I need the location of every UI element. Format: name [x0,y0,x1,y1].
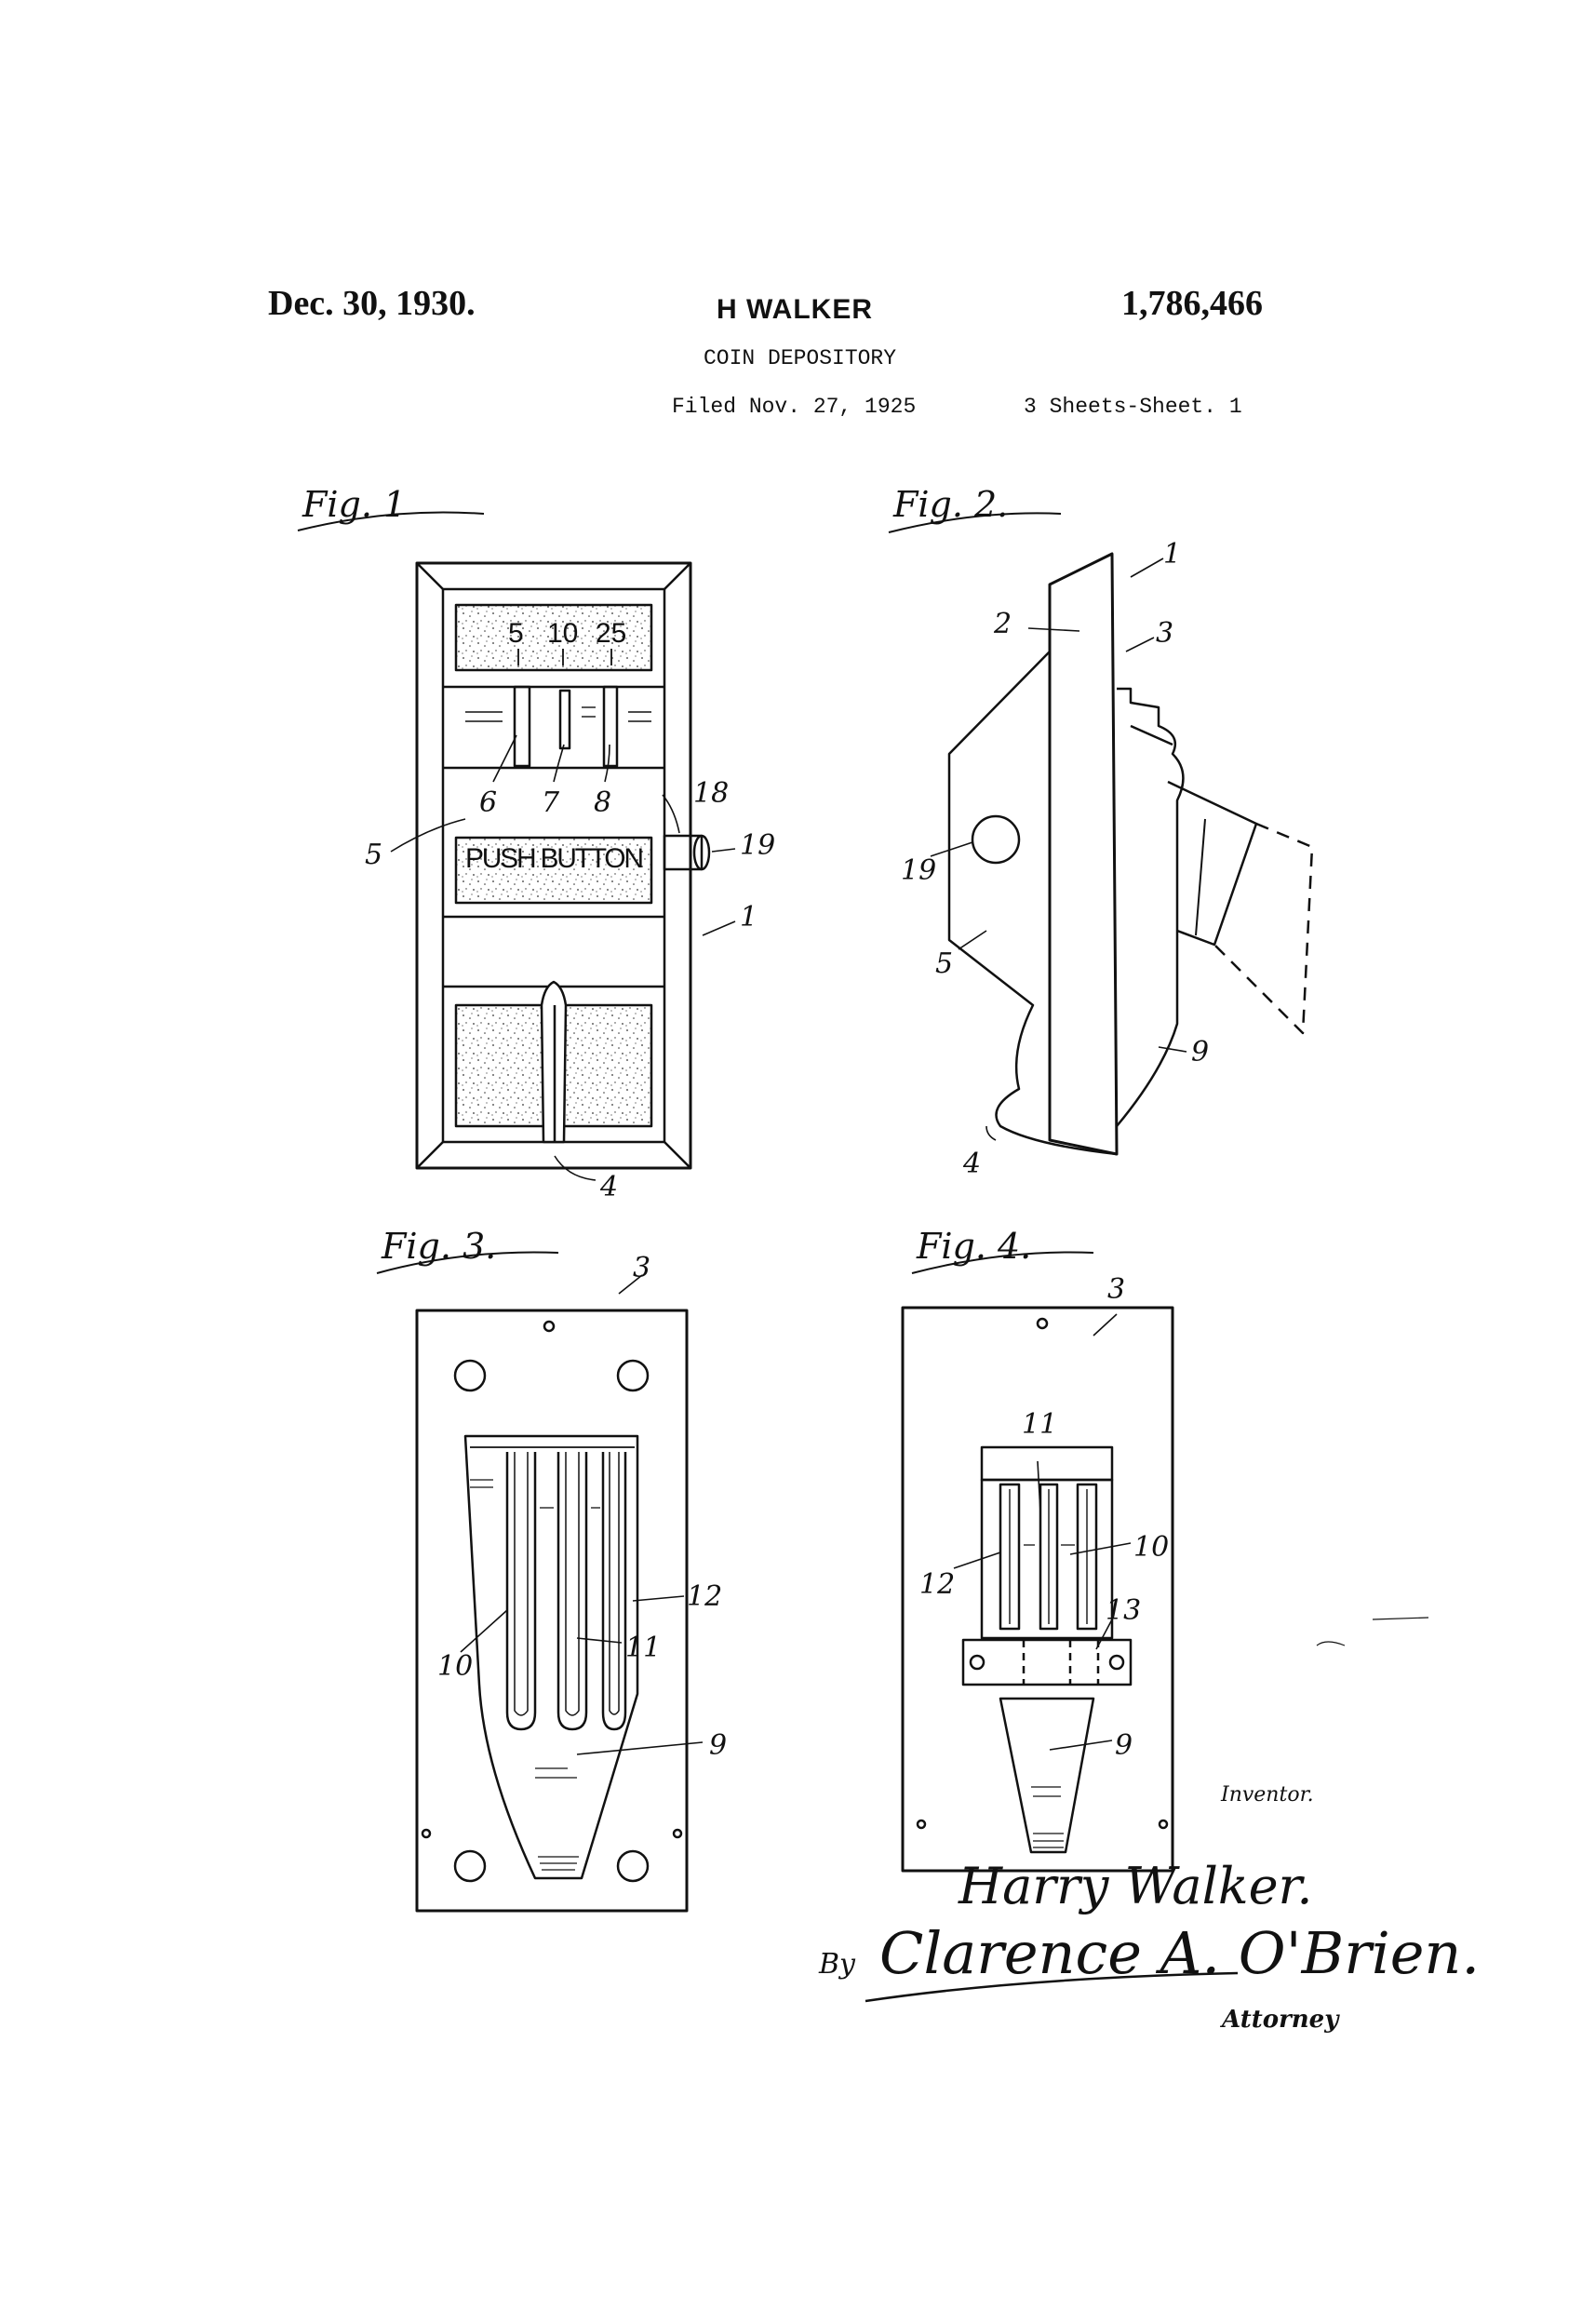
fig1-ref-1: 1 [740,901,757,934]
fig4-ref-12: 12 [919,1568,955,1601]
figure-4: Fig. 4. [901,1226,1174,1873]
push-button-19-side [971,814,1021,865]
fig4-ref-10: 10 [1133,1531,1169,1564]
coin-slot-10 [558,689,571,750]
fig4-ref-9: 9 [1115,1729,1133,1762]
fig1-ref-7: 7 [542,786,560,819]
coin-slot-5 [513,685,531,768]
by-label: By [818,1948,856,1981]
figure-3: Fig. 3. [376,1226,727,1913]
coin-hopper-9 [463,1434,639,1880]
housing-5 [947,651,1118,1156]
fig4-ref-11: 11 [1022,1408,1057,1441]
fig1-ref-18: 18 [693,777,729,810]
fig2-ref-5: 5 [935,947,953,980]
patent-title: COIN DEPOSITORY [704,346,897,370]
fig3-ref-10: 10 [437,1650,473,1683]
fig2-ref-4: 4 [962,1148,981,1180]
coin-channels-10-11-12 [999,1483,1098,1631]
figure-2: Fig. 2. 1 2 3 [888,484,1314,1180]
push-button-text: PUSH BUTTON [465,843,644,874]
inventor-caption: Inventor. [1220,1783,1314,1807]
figure-1: Fig. 1 5 10 25 [297,484,775,1203]
fig2-ref-19: 19 [901,854,936,887]
inventor-name: H WALKER [717,294,873,325]
attorney-caption: Attorney [1219,2006,1340,2034]
fig3-ref-9: 9 [709,1729,727,1762]
fig1-label: Fig. 1 [302,484,406,525]
back-plate-4 [901,1306,1174,1873]
front-plate-2 [1048,552,1119,1156]
sheet-count: 3 Sheets-Sheet. 1 [1024,395,1242,419]
coin-channel-11 [556,1452,588,1731]
fig3-ref-11: 11 [625,1632,661,1664]
fig1-ref-6: 6 [479,786,497,819]
coin-gate-13 [961,1638,1133,1686]
coin-slot-25 [602,685,619,768]
fig2-ref-9: 9 [1191,1036,1209,1068]
fig1-ref-8: 8 [594,786,611,819]
fig3-ref-3: 3 [633,1252,650,1284]
signature-block: Inventor. Harry Walker. By Clarence A. O… [818,1783,1480,2034]
fig3-ref-12: 12 [687,1580,722,1613]
back-plate-3 [415,1309,689,1913]
coin-channel-10 [505,1452,537,1731]
filing-date: Filed Nov. 27, 1925 [672,395,917,419]
fig2-ref-1: 1 [1163,538,1181,571]
fig4-ref-3: 3 [1107,1273,1125,1306]
push-button-19 [692,834,711,871]
attorney-signature: Clarence A. O'Brien. [879,1919,1480,1987]
fig2-label: Fig. 2. [892,484,1008,525]
denomination-10: 10 [547,618,578,649]
fig2-ref-2: 2 [993,608,1012,640]
fig1-ref-5: 5 [365,839,382,871]
coin-hopper-9 [999,1697,1095,1854]
denomination-25: 25 [596,618,626,649]
fig2-ref-3: 3 [1156,617,1173,650]
fig1-ref-19: 19 [740,829,775,862]
fig1-ref-4: 4 [599,1171,618,1203]
inventor-signature: Harry Walker. [958,1857,1313,1915]
patent-number: 1,786,466 [1121,284,1263,323]
denomination-5: 5 [508,618,524,649]
coin-channel-12 [601,1452,627,1731]
patent-date: Dec. 30, 1930. [268,284,476,323]
fig4-ref-13: 13 [1106,1594,1141,1627]
